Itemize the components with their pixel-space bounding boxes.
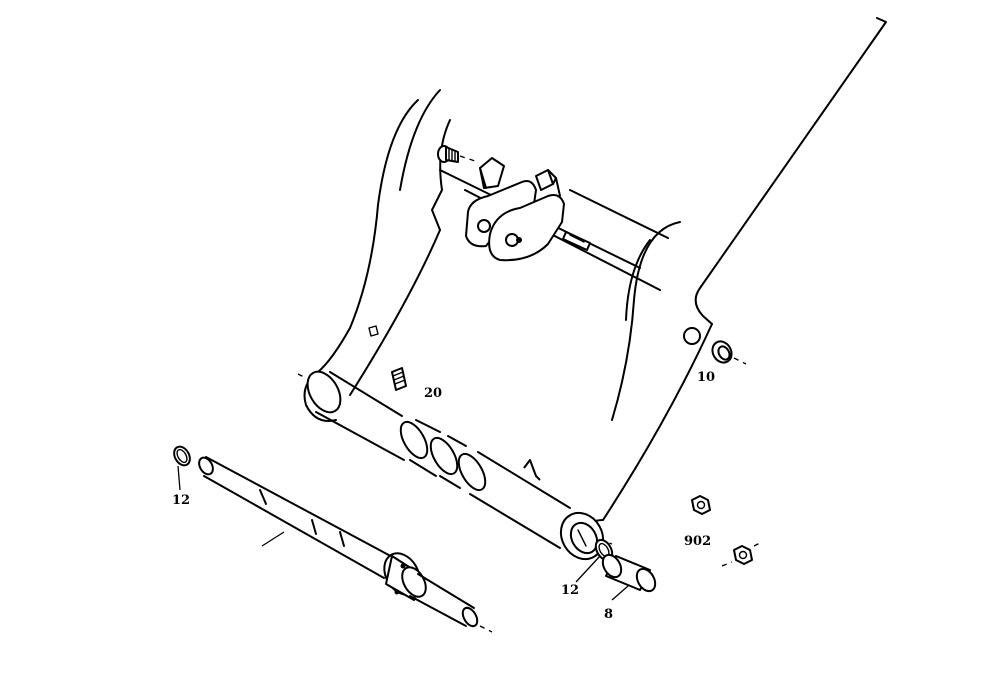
callout-12-right: 12 <box>561 583 579 598</box>
left-shaft <box>198 456 493 633</box>
nut-part-902-upper <box>691 495 711 515</box>
top-bolt <box>437 145 479 163</box>
sleeve-part-8 <box>601 553 657 593</box>
mounting-bracket <box>465 169 565 262</box>
leader-lines <box>177 465 629 601</box>
callout-20: 20 <box>424 386 442 401</box>
ring-part-12-left <box>173 445 191 467</box>
callout-12-left: 12 <box>172 493 190 508</box>
nut-part-902-lower <box>721 541 763 567</box>
loader-frame <box>297 17 887 533</box>
callout-8: 8 <box>604 607 613 622</box>
top-block <box>479 157 505 189</box>
lower-cross-tube <box>306 370 613 561</box>
bushing-part-10 <box>683 327 747 365</box>
grease-nipple-part-20 <box>391 367 407 391</box>
callout-902: 902 <box>684 534 711 549</box>
callout-10: 10 <box>697 370 715 385</box>
